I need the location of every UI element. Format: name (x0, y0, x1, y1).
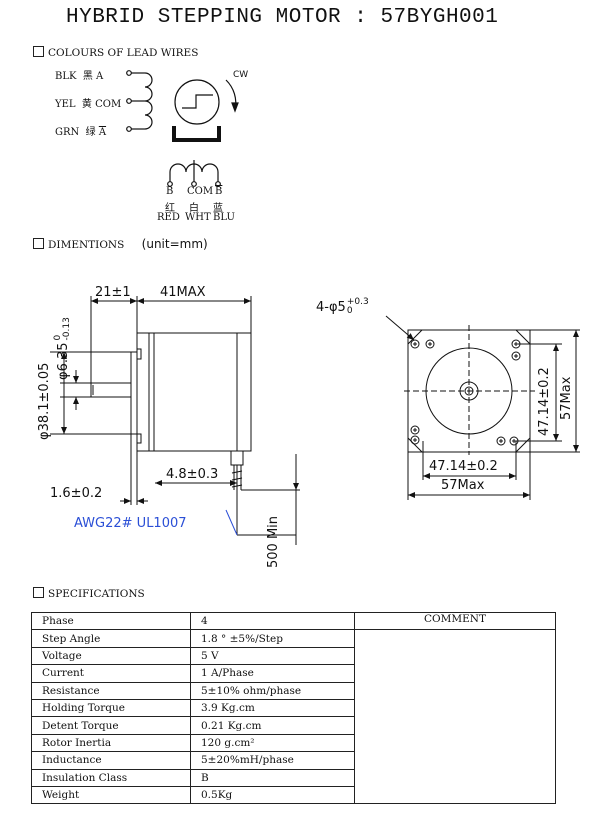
bottom-pin-3: B (215, 186, 223, 197)
section-dimensions-label: DIMENTIONS (48, 239, 125, 251)
dim-shaft-length: 21±1 (95, 285, 131, 300)
section-lead-wires: COLOURS OF LEAD WIRES (33, 46, 198, 59)
table-row: Weight 0.5Kg (31, 785, 556, 805)
spec-param: Inductance (31, 751, 191, 770)
spec-param: Weight (31, 785, 191, 805)
lead-1: BLK 黑 A (55, 71, 104, 82)
dim-lead-length: 500 Min (266, 515, 281, 568)
section-dimensions: DIMENTIONS (unit=mm) (33, 237, 208, 251)
table-row: Resistance 5±10% ohm/phase (31, 681, 556, 700)
spec-value: 1.8 ° ±5%/Step (190, 629, 355, 648)
spec-param: Current (31, 664, 191, 683)
bottom-color-2: WHT (185, 212, 211, 223)
bottom-pin-1: B (166, 186, 174, 197)
spec-param: Step Angle (31, 629, 191, 648)
comment-cell (354, 629, 556, 805)
table-row: Current 1 A/Phase (31, 664, 556, 683)
bottom-color-3: BLU (213, 212, 235, 223)
dim-hole-spacing-h: 47.14±0.2 (429, 459, 498, 474)
spec-param: Holding Torque (31, 698, 191, 718)
section-specifications-label: SPECIFICATIONS (48, 588, 145, 600)
section-checkbox (33, 238, 44, 249)
section-checkbox (33, 46, 44, 57)
spec-value: 3.9 Kg.cm (190, 698, 355, 718)
spec-param: Resistance (31, 681, 191, 700)
lead-2: YEL 黄 COM (55, 99, 122, 110)
page-title: HYBRID STEPPING MOTOR : 57BYGH001 (66, 6, 499, 29)
spec-param: Voltage (31, 646, 191, 666)
bottom-cn-3: 蓝 (213, 203, 223, 214)
spec-value: 5 V (190, 646, 355, 666)
dim-body-length: 41MAX (160, 285, 206, 300)
section-lead-wires-label: COLOURS OF LEAD WIRES (48, 47, 199, 59)
table-row: Insulation Class B (31, 768, 556, 787)
table-row: Voltage 5 V (31, 646, 556, 666)
dim-square-h: 57Max (441, 478, 485, 493)
dim-boss-height: 1.6±0.2 (50, 486, 103, 501)
spec-param: Insulation Class (31, 768, 191, 787)
dim-boss-dia: φ38.1±0.05 (37, 362, 52, 440)
dim-hole-spacing-v: 47.14±0.2 (537, 367, 552, 436)
wire-spec: AWG22# UL1007 (74, 516, 187, 531)
bottom-pin-2: COM (187, 186, 214, 197)
spec-value: 0.5Kg (190, 785, 355, 805)
spec-param: Rotor Inertia (31, 733, 191, 753)
spec-value: B (190, 768, 355, 787)
cw-label: CW (233, 70, 249, 80)
spec-value: 1 A/Phase (190, 664, 355, 683)
dim-flange-thk: 4.8±0.3 (166, 467, 219, 482)
spec-value: 4 (190, 611, 355, 631)
spec-param: Phase (31, 611, 191, 631)
spec-value: 120 g.cm² (190, 733, 355, 753)
section-specifications: SPECIFICATIONS (33, 587, 145, 600)
spec-table: Phase 4 COMMENT Step Angle 1.8 ° ±5%/Ste… (31, 611, 556, 805)
spec-value: 5±10% ohm/phase (190, 681, 355, 700)
dimensions-unit: (unit=mm) (141, 237, 208, 251)
spec-value: 5±20%mH/phase (190, 751, 355, 770)
table-row: Holding Torque 3.9 Kg.cm (31, 698, 556, 718)
bottom-color-1: RED (157, 212, 180, 223)
spec-value: 0.21 Kg.cm (190, 716, 355, 735)
table-row: Phase 4 COMMENT (31, 611, 556, 631)
bottom-cn-1: 红 (165, 203, 175, 214)
dim-square-v: 57Max (559, 376, 574, 420)
comment-header: COMMENT (354, 611, 556, 631)
table-row: Step Angle 1.8 ° ±5%/Step (31, 629, 556, 805)
section-checkbox (33, 587, 44, 598)
spec-param: Detent Torque (31, 716, 191, 735)
bottom-cn-2: 白 (189, 203, 199, 214)
lead-3: GRN 绿 A (55, 127, 107, 138)
